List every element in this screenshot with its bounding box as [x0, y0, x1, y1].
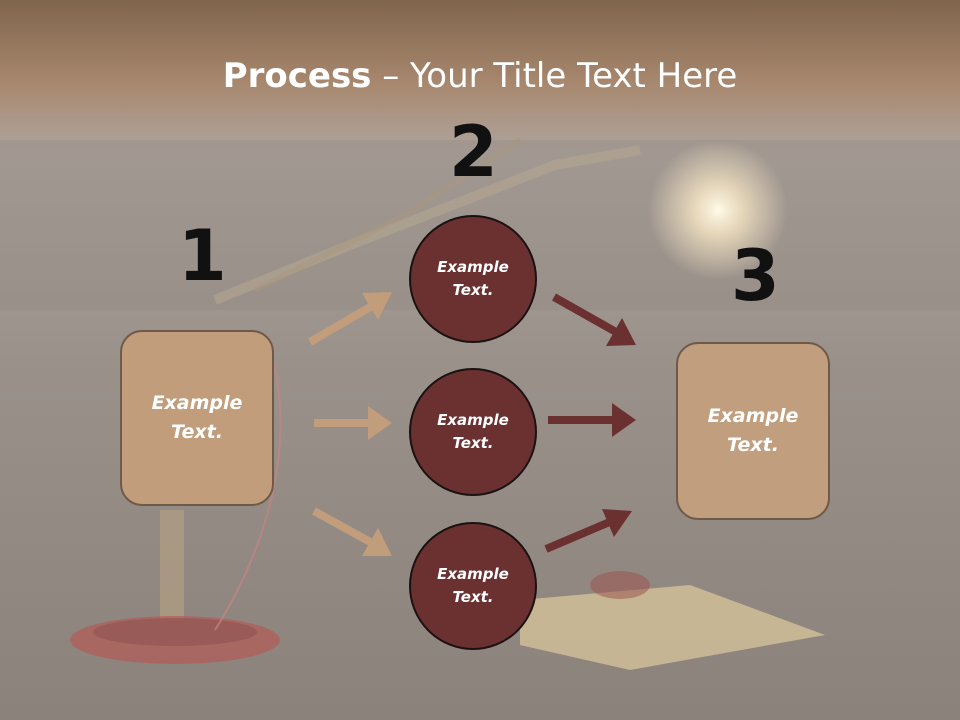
arrow-left-to-top [307, 292, 392, 346]
circle-middle: Example Text. [409, 368, 537, 496]
arrow-left-to-middle [314, 406, 392, 440]
arrow-top-to-right [552, 293, 636, 346]
right-box-text: Example Text. [707, 405, 799, 456]
step-number-3: 3 [731, 235, 780, 317]
step-number-1: 1 [178, 215, 227, 297]
arrow-middle-to-right [548, 403, 636, 437]
circle-top-text: Example Text. [437, 258, 509, 299]
slide-title: Process – Your Title Text Here [0, 54, 960, 98]
right-box: Example Text. [676, 342, 830, 520]
left-box: Example Text. [120, 330, 274, 506]
arrow-bottom-to-right [544, 509, 632, 553]
circle-middle-text: Example Text. [437, 411, 509, 452]
step-number-2: 2 [449, 111, 498, 193]
title-strong: Process [222, 56, 372, 96]
title-band [0, 0, 960, 150]
left-box-text: Example Text. [151, 392, 243, 443]
circle-bottom: Example Text. [409, 522, 537, 650]
circle-top: Example Text. [409, 215, 537, 343]
title-rest: – Your Title Text Here [371, 56, 738, 96]
circle-bottom-text: Example Text. [437, 565, 509, 606]
arrow-left-to-bottom [312, 507, 392, 556]
